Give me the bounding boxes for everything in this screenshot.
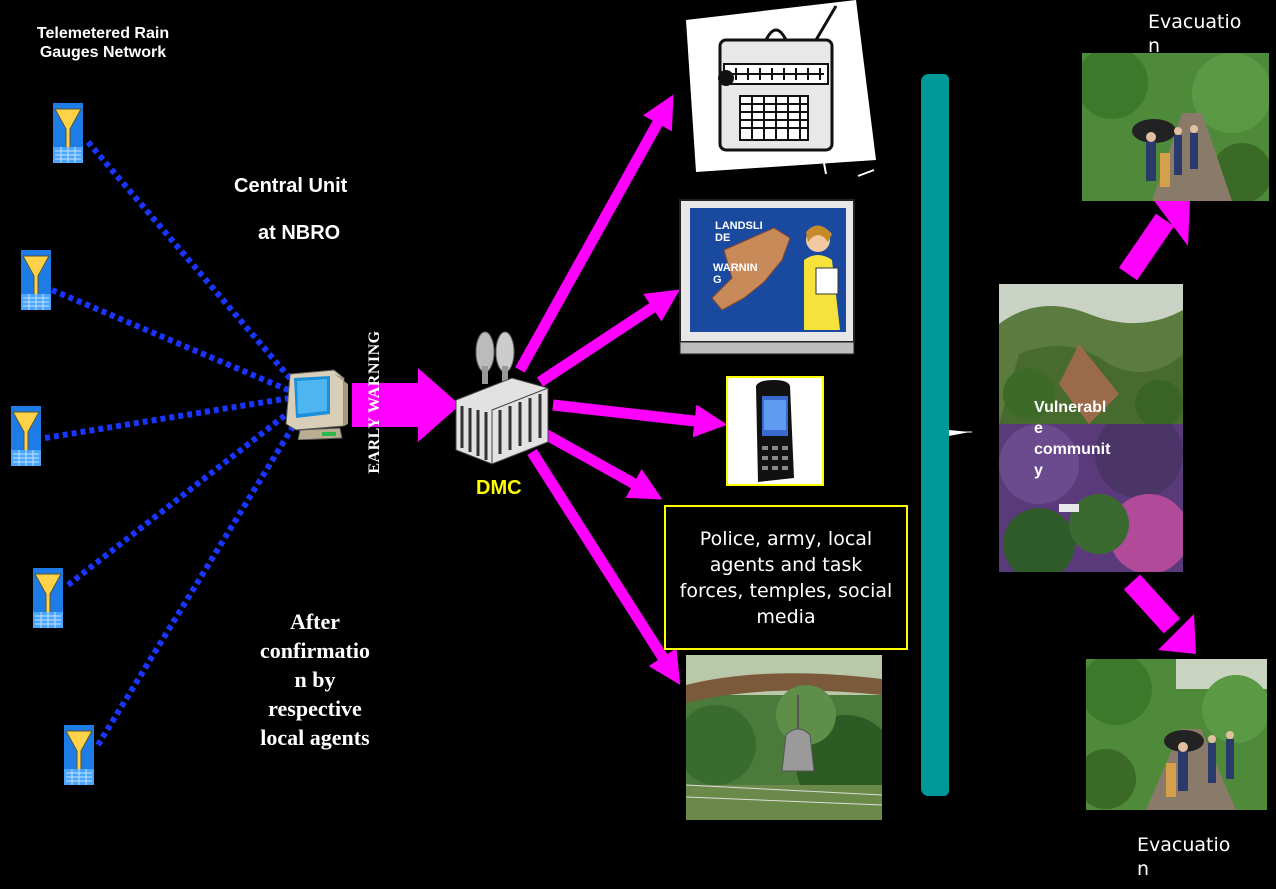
grouping-bracket [921, 74, 972, 796]
other-channels-box: Police, army, local agents and task forc… [664, 505, 908, 650]
arrow-to-radio [515, 94, 674, 373]
central-unit-label: Central Unit [234, 175, 348, 197]
arrow-to-phone [552, 399, 728, 438]
evacuation-photo-top [1082, 53, 1269, 201]
evacuation-photo-bottom [1086, 659, 1267, 810]
gauge-link-5 [95, 413, 303, 747]
nbro-label: at NBRO [258, 222, 341, 244]
evacuation-label-top: Evacuatio n [1148, 11, 1242, 57]
dmc-building-icon [452, 330, 556, 470]
tv-warning-text: WARNIN G [713, 262, 758, 286]
tv-landslide-text: LANDSLI DE [715, 220, 763, 244]
landslide-hill-photo [999, 284, 1183, 424]
television-icon [678, 198, 858, 360]
arrow-to-evacuation-top-shaft [1118, 213, 1175, 281]
gauge-link-3 [44, 395, 291, 441]
rain-gauges-label: Telemetered Rain Gauges Network [36, 25, 170, 61]
village-photo [999, 424, 1183, 572]
rain-gauge-icon [64, 725, 94, 785]
gauge-link-1 [85, 140, 303, 392]
gauge-link-4 [66, 407, 294, 588]
early-warning-label: EARLY WARNING [366, 330, 383, 474]
radio-icon [676, 0, 876, 177]
dmc-label: DMC [476, 477, 522, 499]
arrow-to-evacuation-bottom-head [1158, 614, 1196, 654]
after-confirmation-label: After confirmatio n by respective local … [260, 609, 370, 750]
rain-gauge-icon [33, 568, 63, 628]
mobile-phone-icon [756, 380, 794, 482]
temple-bell-photo [686, 655, 882, 820]
gauge-links [44, 140, 303, 747]
early-warning-arrow [352, 368, 460, 442]
evacuation-label-bottom: Evacuatio n [1137, 834, 1231, 880]
rain-gauge-icon [21, 250, 51, 310]
mobile-phone-box [726, 376, 824, 486]
computer-icon [282, 368, 352, 441]
arrow-to-tv [536, 289, 680, 387]
arrow-to-other-channels [542, 429, 663, 500]
arrow-to-temple-bell [527, 449, 681, 685]
vulnerable-community-label: Vulnerabl e communit y [1034, 399, 1111, 479]
arrow-to-evacuation-bottom-shaft [1123, 574, 1181, 634]
rain-gauge-icon [53, 103, 83, 163]
rain-gauge-icon [11, 406, 41, 466]
